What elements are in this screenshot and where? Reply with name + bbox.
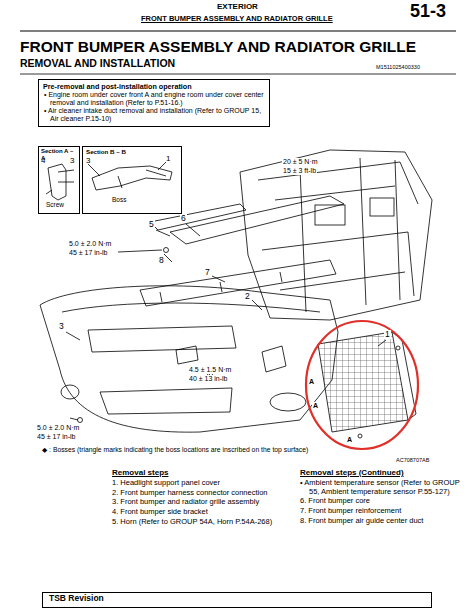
step-list: Removal steps 1. Headlight support panel … <box>112 468 288 526</box>
page-number: 51-3 <box>410 2 446 22</box>
section-name: FRONT BUMPER ASSEMBLY AND RADIATOR GRILL… <box>141 15 333 23</box>
torque-value: 15 ± 3 ft-lb <box>282 167 317 175</box>
subtitle: REMOVAL AND INSTALLATION <box>20 58 175 70</box>
step-item: 3. Front bumper and radiator grille asse… <box>112 498 288 507</box>
note-text: ◆ : Bosses (triangle marks indicating th… <box>42 446 442 453</box>
callout-number: 6 <box>180 214 187 223</box>
step-item: 4. Front bumper side bracket <box>112 508 288 517</box>
doc-id: M1511025400330 <box>376 64 420 70</box>
callout-number: 4 <box>41 157 45 166</box>
torque-value: 5.0 ± 2.0 N·m <box>68 240 112 248</box>
figure-id: AC708707AB <box>396 457 429 463</box>
callout-number: 1 <box>384 330 391 339</box>
step-item: • Ambient temperature sensor (Refer to G… <box>300 479 460 496</box>
callout-number: 5 <box>148 220 155 229</box>
section-mark: A <box>308 378 315 386</box>
step-item: 5. Horn (Refer to GROUP 54A, Horn P.54A-… <box>112 518 288 527</box>
revision-bar: TSB Revision <box>42 592 432 608</box>
list-heading: Removal steps <box>112 468 288 477</box>
callout-number: 3 <box>58 322 65 331</box>
section-mark: A <box>346 436 353 444</box>
callout-number: 2 <box>244 292 251 301</box>
step-item: 7. Front bumper reinforcement <box>300 507 460 516</box>
box-heading: TSB Revision <box>49 594 425 604</box>
torque-value: 40 ± 13 in-lb <box>188 375 228 383</box>
note-box: Pre-removal and post-installation operat… <box>38 79 270 127</box>
torque-value: 20 ± 5 N·m <box>282 158 319 166</box>
torque-value: 5.0 ± 2.0 N·m <box>36 424 80 432</box>
box-text: • Engine room under cover front A and en… <box>43 91 265 107</box>
part-name: Boss <box>112 196 126 203</box>
list-heading: Removal steps (Continued) <box>300 468 460 477</box>
step-list: Removal steps (Continued) • Ambient tempe… <box>300 468 460 525</box>
part-name: Screw <box>46 201 64 208</box>
callout-number: 3 <box>70 157 74 166</box>
step-item: 1. Headlight support panel cover <box>112 479 288 488</box>
page-title: FRONT BUMPER ASSEMBLY AND RADIATOR GRILL… <box>20 38 416 55</box>
section-name: EXTERIOR <box>217 3 258 12</box>
box-heading: Pre-removal and post-installation operat… <box>43 83 265 91</box>
callout-number: 3 <box>86 157 90 166</box>
torque-value: 4.5 ± 1.5 N·m <box>188 366 232 374</box>
callout-number: 7 <box>204 268 211 277</box>
callout-number: 1 <box>166 155 170 164</box>
box-heading: Section B – B <box>86 148 178 155</box>
step-item: 2. Front bumper harness connector connec… <box>112 489 288 498</box>
torque-value: 45 ± 17 in-lb <box>36 433 76 441</box>
callout-number: 8 <box>158 256 165 265</box>
step-item: 6. Front bumper core <box>300 497 460 506</box>
torque-value: 45 ± 17 in-lb <box>68 249 108 257</box>
section-mark: A <box>312 402 319 410</box>
box-text: • Air cleaner intake duct removal and in… <box>43 107 265 123</box>
step-item: 8. Front bumper air guide center duct <box>300 517 460 526</box>
